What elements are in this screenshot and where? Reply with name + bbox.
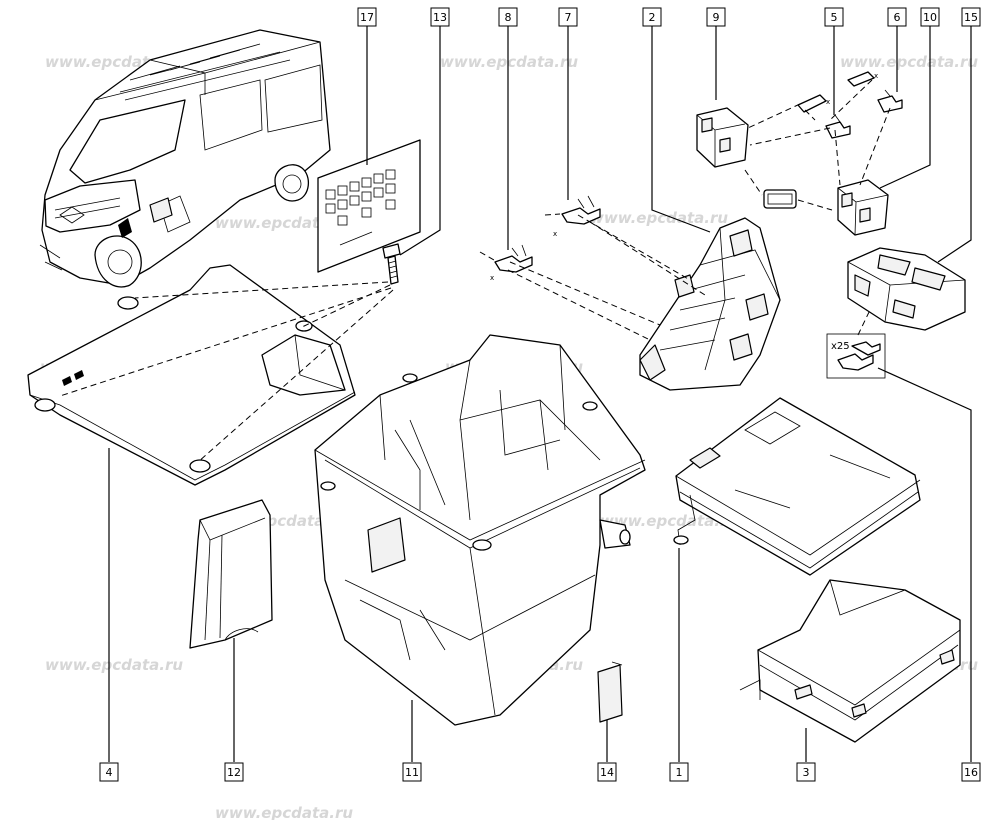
- callout-number: 6: [894, 11, 901, 24]
- upper-cover: [673, 397, 921, 576]
- cross-mark: x: [553, 230, 557, 238]
- pins-6: [877, 89, 903, 113]
- side-seal-strip: [189, 499, 273, 649]
- relay-10: [837, 179, 889, 236]
- screw: [382, 243, 401, 285]
- terminals-16: [826, 333, 886, 379]
- callout-number: 1: [676, 766, 683, 779]
- callout-number: 8: [505, 11, 512, 24]
- callout-number: 7: [565, 11, 572, 24]
- callout-number: 15: [964, 11, 978, 24]
- callout: 16: [961, 762, 981, 782]
- callout: 12: [224, 762, 244, 782]
- fuse-label-sticker: [317, 139, 421, 273]
- callout: 6: [887, 7, 907, 27]
- pins-5: [797, 71, 875, 139]
- callout: 7: [558, 7, 578, 27]
- fuse-box-lid: [27, 264, 356, 486]
- callout: 10: [920, 7, 940, 27]
- callout: 17: [357, 7, 377, 27]
- callout-number: 13: [433, 11, 447, 24]
- watermark: www.epcdata.ru: [600, 512, 738, 530]
- callout-number: 17: [360, 11, 374, 24]
- callout-number: 14: [600, 766, 614, 779]
- side-cover: [739, 579, 961, 743]
- watermark: www.epcdata.ru: [840, 53, 978, 71]
- cross-mark: x: [826, 98, 830, 106]
- callout-number: 16: [964, 766, 978, 779]
- callout-number: 10: [923, 11, 937, 24]
- callout: 2: [642, 7, 662, 27]
- callout-number: 5: [831, 11, 838, 24]
- leader-lines: [108, 25, 972, 762]
- callout-number: 11: [405, 766, 419, 779]
- callout: 15: [961, 7, 981, 27]
- callout: 9: [706, 7, 726, 27]
- callout: 4: [99, 762, 119, 782]
- callout: 14: [597, 762, 617, 782]
- callout-number: 12: [227, 766, 241, 779]
- callout: 3: [796, 762, 816, 782]
- callout: 13: [430, 7, 450, 27]
- cross-mark: x: [490, 274, 494, 282]
- quantity-label: x25: [831, 341, 850, 352]
- callout-number: 2: [649, 11, 656, 24]
- callout: 1: [669, 762, 689, 782]
- terminal-7: [561, 195, 601, 225]
- callout: 8: [498, 7, 518, 27]
- callout-number: 3: [803, 766, 810, 779]
- watermark: www.epcdata.ru: [440, 53, 578, 71]
- small-label: [597, 661, 623, 723]
- watermark: www.epcdata.ru: [590, 209, 728, 227]
- fuse-box-base: [314, 334, 646, 726]
- watermark: www.epcdata.ru: [215, 804, 353, 820]
- van-illustration: [39, 29, 331, 288]
- cross-mark: x: [874, 72, 878, 80]
- callout: 11: [402, 762, 422, 782]
- callout-number: 4: [106, 766, 113, 779]
- fuse-clip: [763, 189, 797, 209]
- relay-9: [696, 107, 749, 168]
- terminal-8: [494, 244, 533, 273]
- assembly-lines: [59, 79, 891, 463]
- callout-number: 9: [713, 11, 720, 24]
- relay-board: [639, 217, 781, 391]
- connector-block: [847, 247, 966, 331]
- watermark: www.epcdata.ru: [45, 656, 183, 674]
- callout: 5: [824, 7, 844, 27]
